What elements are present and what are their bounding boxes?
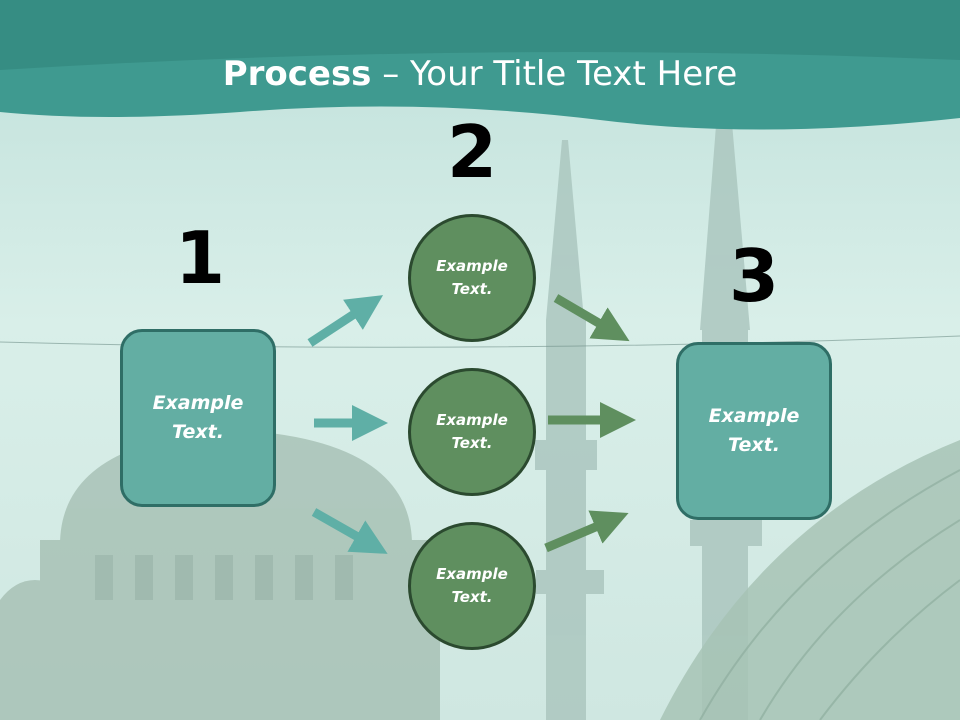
process-circle-middle: Example Text. (408, 368, 536, 496)
step-number-1: 1 (174, 216, 226, 300)
process-circle-bottom: Example Text. (408, 522, 536, 650)
step-number-3: 3 (728, 234, 780, 318)
process-circle-bottom-text: Example Text. (436, 565, 508, 606)
process-box-right: Example Text. (676, 342, 832, 520)
process-circle-top: Example Text. (408, 214, 536, 342)
process-circle-middle-text: Example Text. (436, 411, 508, 452)
process-box-left: Example Text. (120, 329, 276, 507)
arrow-top-to-right (553, 294, 630, 342)
title-bold-text: Process (222, 54, 372, 94)
process-box-right-text: Example Text. (708, 405, 800, 456)
arrow-bottom-to-right (544, 510, 629, 553)
arrow-left-to-top (307, 295, 384, 347)
process-box-left-text: Example Text. (152, 392, 244, 443)
arrow-left-to-bottom (311, 508, 388, 554)
step-number-2: 2 (446, 110, 498, 194)
slide-title: Process – Your Title Text Here (0, 52, 960, 96)
process-circle-top-text: Example Text. (436, 257, 508, 298)
title-rest-text: – Your Title Text Here (371, 54, 738, 94)
